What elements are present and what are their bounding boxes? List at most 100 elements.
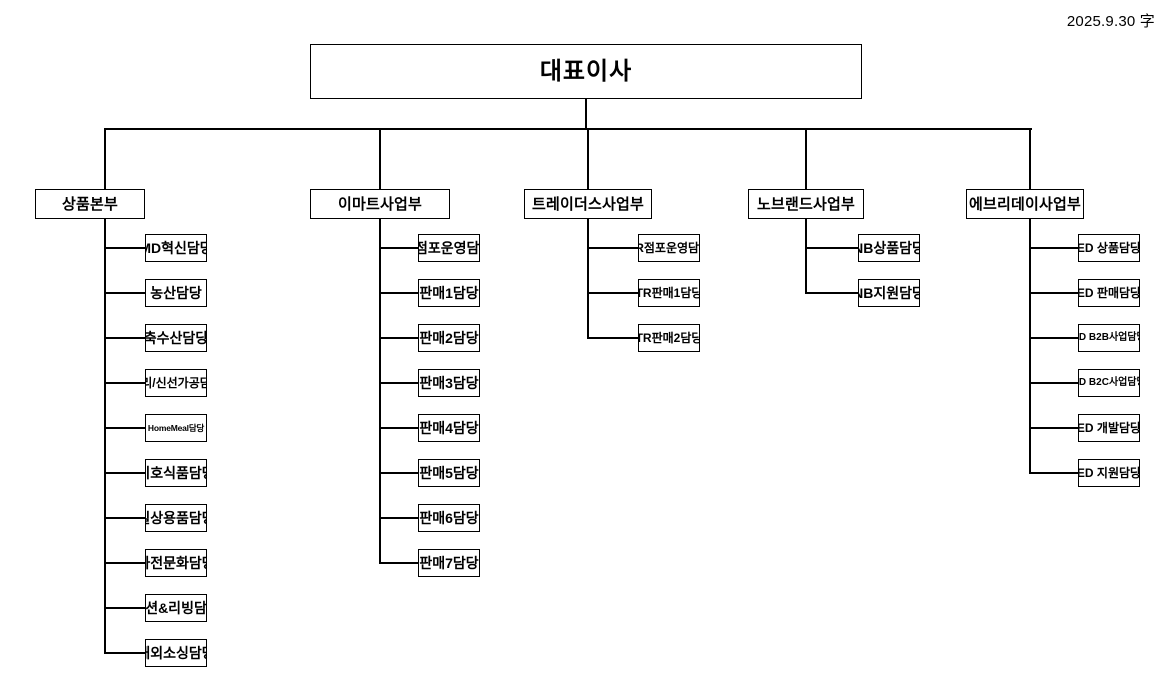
node-department-3-1[interactable]: NB지원담당 — [858, 279, 920, 307]
node-department-4-1[interactable]: ED 판매담당 — [1078, 279, 1140, 307]
node-department-label: NB상품담당 — [859, 240, 919, 256]
node-department-2-1[interactable]: TR판매1담당 — [638, 279, 700, 307]
connector-division-drop-4 — [1029, 128, 1031, 189]
node-department-label: 판매7담당 — [419, 555, 479, 571]
node-department-label: HomeMeal담당 — [147, 422, 205, 433]
connector-spine-4 — [1029, 219, 1031, 474]
node-department-0-5[interactable]: 기호식품담당 — [145, 459, 207, 487]
node-root-label: 대표이사 — [539, 57, 633, 85]
connector-spine-2 — [587, 219, 589, 339]
node-department-0-9[interactable]: 해외소싱담당 — [145, 639, 207, 667]
connector-leaf-stub-1-3 — [380, 382, 418, 384]
connector-leaf-stub-1-0 — [380, 247, 418, 249]
node-department-label: TR점포운영담당 — [639, 241, 700, 255]
node-department-4-0[interactable]: ED 상품담당 — [1078, 234, 1140, 262]
connector-leaf-stub-4-2 — [1030, 337, 1078, 339]
node-department-0-4[interactable]: HomeMeal담당 — [145, 414, 207, 442]
node-department-0-1[interactable]: 농산담당 — [145, 279, 207, 307]
node-department-label: 판매5담당 — [419, 465, 479, 481]
node-department-label: 패션&리빙담당 — [145, 600, 207, 616]
node-department-1-2[interactable]: 판매2담당 — [418, 324, 480, 352]
connector-distribution-bus — [105, 128, 1032, 130]
node-department-label: E점포운영담당 — [419, 240, 480, 256]
node-division-2[interactable]: 트레이더스사업부 — [524, 189, 652, 219]
node-department-0-7[interactable]: 가전문화담당 — [145, 549, 207, 577]
node-department-label: ED 지원담당 — [1078, 466, 1140, 480]
node-department-0-6[interactable]: 일상용품담당 — [145, 504, 207, 532]
connector-leaf-stub-0-6 — [105, 517, 145, 519]
connector-leaf-stub-0-8 — [105, 607, 145, 609]
node-division-4[interactable]: 에브리데이사업부 — [966, 189, 1084, 219]
connector-leaf-stub-0-9 — [105, 652, 145, 654]
node-department-0-8[interactable]: 패션&리빙담당 — [145, 594, 207, 622]
connector-leaf-stub-4-5 — [1030, 472, 1078, 474]
connector-leaf-stub-1-5 — [380, 472, 418, 474]
node-division-label: 트레이더스사업부 — [531, 195, 644, 213]
node-department-1-7[interactable]: 판매7담당 — [418, 549, 480, 577]
connector-leaf-stub-2-0 — [588, 247, 638, 249]
node-department-label: 판매2담당 — [419, 330, 479, 346]
node-department-0-3[interactable]: 델리/신선가공담당 — [145, 369, 207, 397]
connector-leaf-stub-2-1 — [588, 292, 638, 294]
node-division-3[interactable]: 노브랜드사업부 — [748, 189, 864, 219]
node-department-label: TR판매1담당 — [638, 286, 700, 300]
node-department-4-5[interactable]: ED 지원담당 — [1078, 459, 1140, 487]
node-division-1[interactable]: 이마트사업부 — [310, 189, 450, 219]
connector-leaf-stub-4-1 — [1030, 292, 1078, 294]
node-division-0[interactable]: 상품본부 — [35, 189, 145, 219]
node-department-3-0[interactable]: NB상품담당 — [858, 234, 920, 262]
node-department-4-4[interactable]: ED 개발담당 — [1078, 414, 1140, 442]
node-department-label: 축수산담당 — [145, 330, 207, 346]
connector-leaf-stub-0-3 — [105, 382, 145, 384]
connector-leaf-stub-0-1 — [105, 292, 145, 294]
node-division-label: 에브리데이사업부 — [968, 195, 1081, 213]
connector-leaf-stub-0-4 — [105, 427, 145, 429]
node-department-1-3[interactable]: 판매3담당 — [418, 369, 480, 397]
connector-leaf-stub-3-1 — [806, 292, 858, 294]
node-department-1-4[interactable]: 판매4담당 — [418, 414, 480, 442]
connector-division-drop-3 — [805, 128, 807, 189]
node-department-4-3[interactable]: ED B2C사업담당 — [1078, 369, 1140, 397]
node-division-label: 이마트사업부 — [337, 195, 422, 213]
node-department-label: ED 상품담당 — [1078, 241, 1140, 255]
node-department-label: 판매4담당 — [419, 420, 479, 436]
node-department-label: 농산담당 — [150, 285, 202, 301]
node-division-label: 노브랜드사업부 — [756, 195, 855, 213]
node-department-2-2[interactable]: TR판매2담당 — [638, 324, 700, 352]
node-department-label: ED 개발담당 — [1078, 421, 1140, 435]
connector-division-drop-2 — [587, 128, 589, 189]
node-department-1-5[interactable]: 판매5담당 — [418, 459, 480, 487]
node-department-label: 기호식품담당 — [146, 465, 206, 481]
node-department-label: 가전문화담당 — [146, 555, 206, 571]
node-department-1-6[interactable]: 판매6담당 — [418, 504, 480, 532]
node-department-0-0[interactable]: MD혁신담당 — [145, 234, 207, 262]
node-department-label: 판매6담당 — [419, 510, 479, 526]
connector-leaf-stub-1-2 — [380, 337, 418, 339]
node-department-label: MD혁신담당 — [146, 240, 206, 256]
node-department-label: ED 판매담당 — [1078, 286, 1140, 300]
node-department-1-0[interactable]: E점포운영담당 — [418, 234, 480, 262]
connector-root-stem — [585, 99, 587, 128]
node-department-label: ED B2C사업담당 — [1078, 377, 1139, 388]
node-department-1-1[interactable]: 판매1담당 — [418, 279, 480, 307]
connector-leaf-stub-4-3 — [1030, 382, 1078, 384]
connector-leaf-stub-4-0 — [1030, 247, 1078, 249]
connector-spine-3 — [805, 219, 807, 294]
connector-leaf-stub-0-2 — [105, 337, 145, 339]
node-department-label: 일상용품담당 — [146, 510, 206, 526]
node-root-ceo[interactable]: 대표이사 — [310, 44, 862, 99]
node-department-label: 델리/신선가공담당 — [146, 376, 206, 390]
connector-leaf-stub-1-7 — [380, 562, 418, 564]
node-department-4-2[interactable]: ED B2B사업담당 — [1078, 324, 1140, 352]
connector-division-drop-1 — [379, 128, 381, 189]
node-department-0-2[interactable]: 축수산담당 — [145, 324, 207, 352]
connector-spine-1 — [379, 219, 381, 564]
node-department-2-0[interactable]: TR점포운영담당 — [638, 234, 700, 262]
connector-leaf-stub-2-2 — [588, 337, 638, 339]
node-department-label: TR판매2담당 — [638, 331, 700, 345]
connector-leaf-stub-4-4 — [1030, 427, 1078, 429]
connector-division-drop-0 — [104, 128, 106, 189]
node-department-label: 판매3담당 — [419, 375, 479, 391]
connector-leaf-stub-0-7 — [105, 562, 145, 564]
